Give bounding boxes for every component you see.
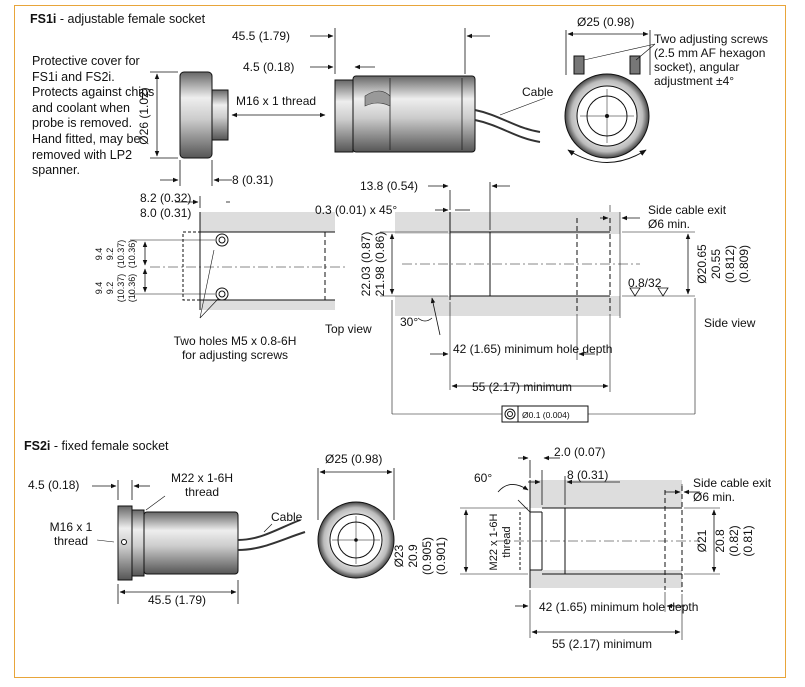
fs2i-hole-depth: 42 (1.65) minimum hole depth	[539, 600, 698, 614]
fs2i-d2: 20.9	[406, 544, 420, 568]
roughness-label: 0.8/32	[628, 276, 662, 290]
length-dim-label: 45.5 (1.79)	[232, 29, 290, 43]
concentricity-label: Ø0.1 (0.004)	[522, 410, 570, 420]
fs2i-dim-b: 8 (0.31)	[567, 468, 608, 482]
side-v2: 21.98 (0.86)	[373, 232, 387, 297]
top-v2: 9.2	[105, 248, 115, 261]
fs1i-side-view	[380, 182, 696, 423]
fs1i-title: FS1i - adjustable female socket	[30, 12, 206, 26]
fs2i-length-label: 45.5 (1.79)	[148, 593, 206, 607]
hole-depth-label: 42 (1.65) minimum hole depth	[453, 342, 612, 356]
top-v3: (10.37)	[116, 240, 126, 269]
fs2i-d4: (0.901)	[434, 537, 448, 575]
side-chamfer: 0.3 (0.01) x 45°	[315, 203, 397, 217]
side-d3: (0.812)	[723, 245, 737, 283]
top-v4: (10.36)	[127, 240, 137, 269]
fs2i-end-dia: Ø25 (0.98)	[325, 452, 382, 466]
side-d4: (0.809)	[737, 245, 751, 283]
fs2i-end-view	[317, 468, 395, 579]
end-dia-label: Ø25 (0.98)	[577, 15, 634, 29]
fs2i-angle-label: 60°	[474, 471, 492, 485]
fs1i-top-view	[130, 196, 345, 319]
adjusting-screws-note: Two adjusting screws (2.5 mm AF hexagon …	[654, 32, 769, 88]
fs1i-end-view	[564, 30, 656, 163]
side-dim-a: 13.8 (0.54)	[360, 179, 418, 193]
top-view-label: Top view	[325, 322, 372, 336]
fs2i-side-cable-note: Side cable exit Ø6 min.	[693, 476, 772, 504]
top-dim-b: 8.0 (0.31)	[140, 206, 191, 220]
side-view-label: Side view	[704, 316, 756, 330]
top-v7: (10.37)	[116, 274, 126, 303]
fs2i-body-drawing	[92, 480, 306, 604]
fs2i-b1: Ø21	[695, 529, 709, 552]
fs2i-min-length: 55 (2.17) minimum	[552, 637, 652, 651]
protective-cover-drawing	[150, 71, 232, 186]
m16-thread-label: M16 x 1 thread	[49, 520, 93, 548]
fs2i-d1: Ø23	[392, 544, 406, 567]
fs2i-b4: (0.81)	[741, 525, 755, 556]
side-d1: Ø20.65	[695, 244, 709, 284]
thread-label: M16 x 1 thread	[236, 94, 316, 108]
side-v1: 22.03 (0.87)	[359, 232, 373, 297]
protective-cover-note: Protective cover for FS1i and FS2i. Prot…	[32, 54, 155, 178]
top-v6: 9.2	[105, 282, 115, 295]
cover-step-label: 4.5 (0.18)	[243, 60, 294, 74]
fs2i-b2: 20.8	[713, 529, 727, 553]
fs2i-dim-a: 2.0 (0.07)	[554, 445, 605, 459]
top-v8: (10.36)	[127, 274, 137, 303]
fs1i-body-drawing	[334, 75, 541, 153]
angle-30-label: 30°	[400, 315, 418, 329]
fs2i-b3: (0.82)	[727, 525, 741, 556]
min-length-label: 55 (2.17) minimum	[472, 380, 572, 394]
side-d2: 20.55	[709, 249, 723, 279]
cover-width-label: 8 (0.31)	[232, 173, 273, 187]
top-v5: 9.4	[94, 282, 104, 295]
fs1i-side-cable-note: Side cable exit Ø6 min.	[648, 203, 727, 231]
top-dim-a: 8.2 (0.32)	[140, 191, 191, 205]
holes-note: Two holes M5 x 0.8-6H for adjusting scre…	[173, 334, 297, 362]
fs2i-step-label: 4.5 (0.18)	[28, 478, 79, 492]
fs2i-m22-vertical: M22 x 1-6H thread	[488, 513, 513, 571]
top-v1: 9.4	[94, 248, 104, 261]
fs2i-title: FS2i - fixed female socket	[24, 439, 169, 453]
cover-dia-label: Ø26 (1.02)	[137, 87, 151, 144]
m22-thread-label: M22 x 1-6H thread	[170, 471, 234, 499]
fs1i-cable-label: Cable	[522, 85, 554, 99]
fs2i-cable-label: Cable	[271, 510, 303, 524]
fs2i-d3: (0.905)	[420, 537, 434, 575]
fs2i-side-view	[460, 455, 720, 640]
